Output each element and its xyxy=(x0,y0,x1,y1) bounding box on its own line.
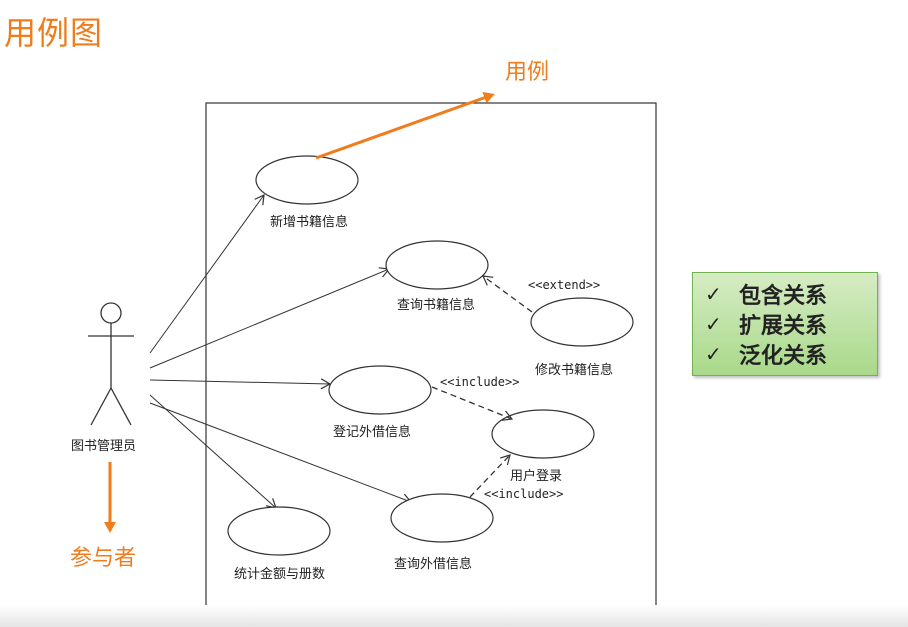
check-icon: ✓ xyxy=(705,282,722,306)
legend-item-include: ✓ 包含关系 xyxy=(705,279,877,309)
usecase-query-loan-label: 查询外借信息 xyxy=(394,556,472,572)
usecase-query-loan xyxy=(390,493,494,543)
legend-item-generalize: ✓ 泛化关系 xyxy=(705,339,877,369)
usecase-query-book xyxy=(385,240,489,290)
usecase-stats xyxy=(227,506,331,556)
usecase-query-book-label: 查询书籍信息 xyxy=(397,297,475,313)
usecase-register-loan-label: 登记外借信息 xyxy=(333,424,411,440)
usecase-modify-book-label: 修改书籍信息 xyxy=(535,362,613,378)
usecase-stats-label: 统计金额与册数 xyxy=(234,566,325,582)
assoc-query-book xyxy=(149,267,391,369)
actor-stick-figure-icon xyxy=(88,302,134,426)
usecase-register-loan xyxy=(328,365,432,415)
usecase-add-book-label: 新增书籍信息 xyxy=(270,214,348,230)
legend-item-extend: ✓ 扩展关系 xyxy=(705,309,877,339)
actor-callout: 参与者 xyxy=(70,546,136,571)
include-line-1 xyxy=(431,386,514,421)
check-icon: ✓ xyxy=(705,312,722,336)
association-lines xyxy=(149,193,413,509)
assoc-register-loan xyxy=(149,378,332,390)
footer-shade xyxy=(0,605,908,627)
assoc-add-book xyxy=(149,193,265,354)
include-stereotype-2: <<include>> xyxy=(484,487,563,501)
usecase-user-login xyxy=(491,409,595,459)
dependency-lines xyxy=(431,275,533,498)
usecase-modify-book xyxy=(530,297,634,347)
usecase-add-book xyxy=(255,155,359,205)
relation-legend: ✓ 包含关系 ✓ 扩展关系 ✓ 泛化关系 xyxy=(692,272,878,376)
include-stereotype-1: <<include>> xyxy=(440,375,519,389)
actor-label: 图书管理员 xyxy=(71,439,136,454)
assoc-query-loan xyxy=(149,402,413,505)
usecase-callout-arrow xyxy=(315,92,495,160)
legend-item-label: 包含关系 xyxy=(739,284,828,309)
assoc-stats xyxy=(149,394,277,509)
usecase-callout: 用例 xyxy=(505,60,549,85)
usecase-user-login-label: 用户登录 xyxy=(510,468,562,484)
extend-line xyxy=(482,275,533,313)
extend-stereotype: <<extend>> xyxy=(528,278,600,292)
legend-item-label: 扩展关系 xyxy=(739,314,828,339)
check-icon: ✓ xyxy=(705,342,722,366)
legend-item-label: 泛化关系 xyxy=(739,344,828,369)
slide-title: 用例图 xyxy=(4,14,104,52)
